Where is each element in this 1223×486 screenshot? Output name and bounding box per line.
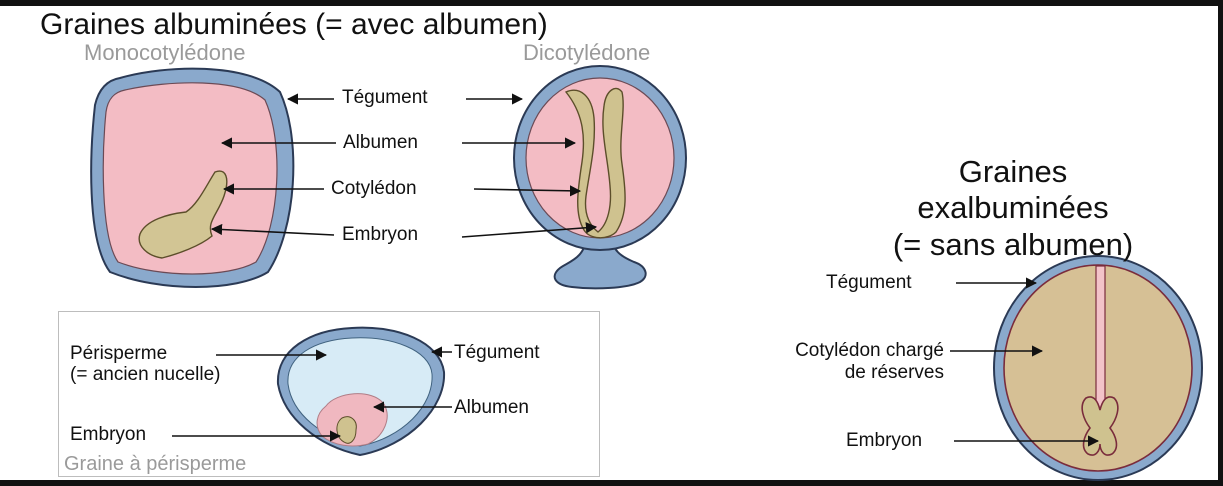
- exalb-cotyledon-line2: de réserves: [738, 362, 944, 384]
- monocot-seed: [91, 69, 293, 287]
- exalb-cotyledon-line1: Cotylédon chargé: [738, 340, 944, 362]
- callout-albumen: Albumen: [343, 132, 418, 154]
- callout-cotyledon: Cotylédon: [331, 178, 417, 200]
- exalbuminous-seed: [994, 256, 1202, 480]
- exalb-title-line1: Graines: [858, 154, 1168, 190]
- monocot-label: Monocotylédone: [84, 40, 245, 66]
- callout-tegument: Tégument: [342, 87, 428, 109]
- perisperm-albumen-label: Albumen: [454, 397, 529, 419]
- perisperm-embryo-label: Embryon: [70, 424, 146, 446]
- callout-embryo: Embryon: [342, 224, 418, 246]
- perisperm-caption: Graine à périsperme: [64, 453, 246, 476]
- dicot-albumen: [526, 78, 674, 238]
- perisperm-tegument-label: Tégument: [454, 342, 540, 364]
- exalb-embryo-label: Embryon: [846, 430, 922, 452]
- dicot-label: Dicotylédone: [523, 40, 650, 66]
- albuminous-title: Graines albuminées (= avec albumen): [40, 10, 548, 40]
- exalb-tegument-label: Tégument: [826, 272, 912, 294]
- exalb-title-line3: (= sans albumen): [858, 227, 1168, 263]
- perisperm-label: Périsperme: [70, 343, 167, 365]
- exalb-title-line2: exalbuminées: [858, 190, 1168, 226]
- perisperm-sublabel: (= ancien nucelle): [70, 364, 221, 386]
- exalb-cotyledon-label: Cotylédon chargé de réserves: [738, 340, 944, 384]
- dicot-seed: [514, 66, 686, 288]
- exalbuminous-title: Graines exalbuminées (= sans albumen): [858, 154, 1168, 263]
